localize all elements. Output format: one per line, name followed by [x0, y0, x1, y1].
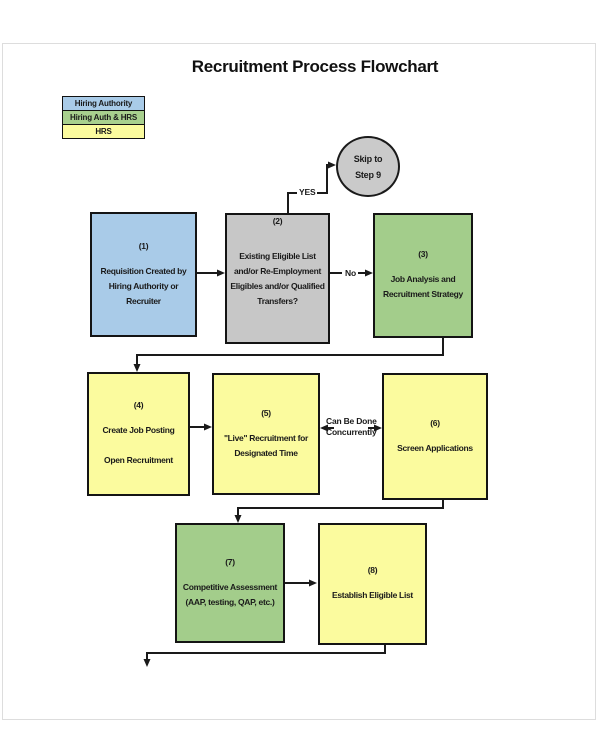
step-number: (5)	[261, 407, 271, 418]
step-text: Establish Eligible List	[332, 590, 413, 600]
page-title: Recruitment Process Flowchart	[191, 57, 439, 76]
legend-item-hiring-auth-hrs: Hiring Auth & HRS	[63, 111, 144, 125]
flowchart-box-8-establish-eligible-list: (8) Establish Eligible List	[318, 523, 427, 645]
step-number: (7)	[225, 556, 235, 567]
legend-label: Hiring Authority	[74, 99, 133, 108]
flowchart-box-2-existing-eligible-list: (2) Existing Eligible List and/or Re-Emp…	[225, 213, 330, 344]
flowchart-box-4-create-job-posting: (4) Create Job Posting Open Recruitment	[87, 372, 190, 496]
step-text: Competitive Assessment (AAP, testing, QA…	[182, 581, 278, 607]
legend: Hiring Authority Hiring Auth & HRS HRS	[62, 96, 145, 139]
flowchart-box-7-competitive-assessment: (7) Competitive Assessment (AAP, testing…	[175, 523, 285, 643]
flowchart-box-5-live-recruitment: (5) "Live" Recruitment for Designated Ti…	[212, 373, 320, 495]
step-text: Job Analysis and Recruitment Strategy	[383, 274, 463, 299]
legend-item-hiring-authority: Hiring Authority	[63, 97, 144, 111]
legend-label: HRS	[95, 127, 112, 136]
step-text: Existing Eligible List and/or Re-Employm…	[230, 250, 325, 306]
skip-to-step9-terminator: Skip to Step 9	[336, 136, 400, 197]
flowchart-box-6-screen-applications: (6) Screen Applications	[382, 373, 488, 500]
step-text: Create Job Posting Open Recruitment	[102, 425, 175, 465]
step-number: (2)	[272, 216, 283, 226]
concurrently-label: Can Be Done Concurrently	[326, 416, 377, 437]
flowchart-box-3-job-analysis: (3) Job Analysis and Recruitment Strateg…	[373, 213, 473, 338]
flowchart-box-1-requisition: (1) Requisition Created by Hiring Author…	[90, 212, 197, 337]
step-text: "Live" Recruitment for Designated Time	[223, 432, 309, 458]
legend-label: Hiring Auth & HRS	[70, 113, 137, 122]
yes-branch-label: YES	[297, 187, 318, 198]
step-number: (8)	[367, 565, 378, 575]
step-number: (3)	[418, 249, 428, 259]
step-number: (6)	[430, 417, 440, 428]
step-number: (1)	[138, 240, 149, 251]
no-branch-label: No	[343, 268, 358, 279]
step-text: Requisition Created by Hiring Authority …	[100, 265, 187, 306]
step-number: (4)	[133, 400, 144, 410]
legend-item-hrs: HRS	[63, 125, 144, 138]
step-text: Screen Applications	[397, 442, 473, 453]
